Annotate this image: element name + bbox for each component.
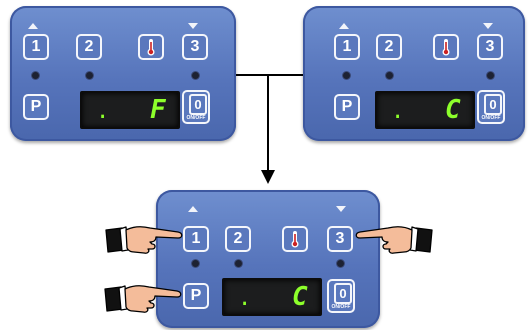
controller-panel-top-right: 1 2 3 P . C 0 ON/OFF (303, 6, 525, 141)
led-2 (235, 260, 242, 267)
thermometer-icon (291, 231, 299, 248)
on-off-label: ON/OFF (481, 115, 501, 121)
down-arrow-icon (188, 23, 198, 29)
digital-display: . C (222, 278, 322, 316)
on-off-zero: 0 (189, 94, 207, 115)
led-1 (192, 260, 199, 267)
key-2-button[interactable]: 2 (376, 34, 402, 60)
led-2 (386, 72, 393, 79)
p-button[interactable]: P (334, 94, 360, 120)
pointing-hand-icon (105, 226, 183, 254)
on-off-zero: 0 (484, 94, 502, 115)
key-2-button[interactable]: 2 (76, 34, 102, 60)
led-3 (337, 260, 344, 267)
led-3 (192, 72, 199, 79)
controller-panel-top-left: 1 2 3 P . F 0 ON/OFF (10, 6, 236, 141)
digital-display: . C (375, 91, 475, 129)
key-3-button[interactable]: 3 (182, 34, 208, 60)
led-1 (343, 72, 350, 79)
key-1-button[interactable]: 1 (23, 34, 49, 60)
thermometer-icon (442, 39, 450, 56)
thermometer-icon (147, 39, 155, 56)
up-arrow-icon (188, 206, 198, 212)
key-3-button[interactable]: 3 (477, 34, 503, 60)
display-dot: . (391, 99, 405, 124)
connector-arrowhead (261, 170, 275, 184)
display-value: C (445, 95, 461, 125)
controller-panel-bottom: 1 2 3 P . C 0 ON/OFF (156, 190, 380, 328)
thermometer-button[interactable] (433, 34, 459, 60)
digital-display: . F (80, 91, 180, 129)
p-button[interactable]: P (23, 94, 49, 120)
up-arrow-icon (28, 23, 38, 29)
up-arrow-icon (339, 23, 349, 29)
down-arrow-icon (336, 206, 346, 212)
led-2 (86, 72, 93, 79)
on-off-button[interactable]: 0 ON/OFF (477, 90, 505, 124)
pointing-hand-icon (104, 285, 182, 313)
display-value: C (292, 282, 308, 312)
on-off-zero: 0 (334, 283, 352, 304)
on-off-button[interactable]: 0 ON/OFF (327, 279, 355, 313)
display-dot: . (96, 99, 110, 124)
p-button[interactable]: P (183, 283, 209, 309)
display-dot: . (238, 286, 252, 311)
on-off-label: ON/OFF (186, 115, 206, 121)
key-1-button[interactable]: 1 (334, 34, 360, 60)
key-2-button[interactable]: 2 (225, 226, 251, 252)
key-3-button[interactable]: 3 (327, 226, 353, 252)
thermometer-button[interactable] (138, 34, 164, 60)
connector-down (267, 74, 269, 172)
down-arrow-icon (483, 23, 493, 29)
display-value: F (150, 95, 166, 125)
on-off-button[interactable]: 0 ON/OFF (182, 90, 210, 124)
led-1 (32, 72, 39, 79)
led-3 (487, 72, 494, 79)
on-off-label: ON/OFF (331, 304, 351, 310)
pointing-hand-icon (355, 226, 433, 254)
connector-left (236, 74, 304, 76)
key-1-button[interactable]: 1 (183, 226, 209, 252)
thermometer-button[interactable] (282, 226, 308, 252)
